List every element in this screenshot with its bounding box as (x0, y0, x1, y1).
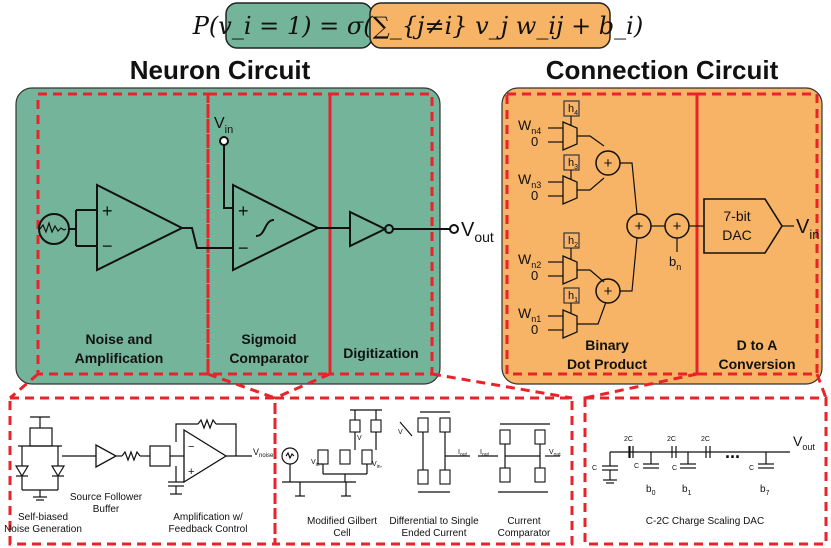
caption-follower-2: Buffer (93, 504, 120, 515)
svg-text:2C: 2C (624, 436, 633, 443)
neuron-circuit-title: Neuron Circuit (130, 55, 311, 85)
svg-text:h1: h1 (568, 290, 578, 304)
svg-text:+: + (673, 218, 682, 235)
dot-product-label-1: Binary (585, 337, 629, 353)
sigmoid-label-1: Sigmoid (241, 331, 296, 347)
svg-text:V: V (398, 429, 403, 436)
svg-text:−: − (188, 441, 194, 453)
digitization-label: Digitization (343, 345, 418, 361)
svg-text:0: 0 (531, 268, 538, 283)
svg-text:Vin+: Vin+ (311, 459, 323, 468)
amplifier-icon: + − (96, 183, 185, 272)
dot-product-label-2: Dot Product (567, 356, 647, 372)
connection-vin-label: Vin (796, 216, 819, 242)
neuron-panel: + − Vin + − Vout Noise and Amplification… (15, 87, 494, 385)
svg-text:+: + (238, 201, 249, 221)
caption-selfbiased-2: Noise Generation (4, 524, 82, 535)
sigmoid-comparator-icon: + − (232, 183, 321, 272)
diff-to-single-icon: V Iout (398, 411, 470, 493)
dac-icon: 7-bit DAC (703, 198, 783, 254)
svg-text:Vout: Vout (549, 449, 561, 458)
svg-text:0: 0 (531, 322, 538, 337)
svg-text:+: + (635, 218, 644, 235)
caption-selfbiased-1: Self-biased (18, 512, 68, 523)
svg-text:−: − (102, 236, 113, 256)
mux-row-3: Wn3 0 h3 (518, 154, 605, 205)
dac-label-1: D to A (737, 337, 778, 353)
detail-comparator (273, 396, 574, 546)
svg-text:2C: 2C (667, 436, 676, 443)
svg-text:+: + (604, 155, 613, 172)
caption-comp-1: Current (507, 516, 541, 527)
caption-comp-2: Comparator (498, 528, 551, 539)
svg-text:C: C (592, 465, 597, 472)
connection-panel: Wn4 0 h4 Wn3 0 h3 Wn2 0 h2 (501, 87, 823, 385)
noise-generator-schematic-icon (14, 416, 96, 501)
svg-text:b0: b0 (646, 484, 656, 497)
svg-text:b1: b1 (682, 484, 692, 497)
svg-text:Vnoise: Vnoise (253, 447, 274, 459)
feedback-amplifier-icon: − + Vnoise (168, 418, 274, 495)
svg-text:Iout: Iout (480, 449, 490, 458)
svg-text:+: + (188, 466, 194, 478)
caption-ampfb-1: Amplification w/ (173, 512, 243, 523)
svg-text:0: 0 (531, 134, 538, 149)
mux-row-4: Wn4 0 h4 (518, 100, 605, 151)
svg-text:Iout: Iout (458, 449, 468, 458)
svg-text:0: 0 (531, 188, 538, 203)
mux-row-2: Wn2 0 h2 (518, 232, 605, 285)
caption-gilbert-1: Modified Gilbert (307, 516, 377, 527)
svg-text:V: V (357, 435, 362, 442)
dac-label-2: Conversion (718, 356, 795, 372)
svg-text:Wn4: Wn4 (518, 117, 541, 136)
svg-text:7-bit: 7-bit (723, 208, 750, 224)
svg-text:Vout: Vout (793, 433, 815, 452)
current-comparator-icon: Iout Vout (478, 423, 561, 493)
connection-circuit-title: Connection Circuit (546, 55, 779, 85)
c2c-dac-icon: C 2C C b0 2C C b1 2C ... C b7 Vout (592, 433, 815, 497)
svg-text:Wn3: Wn3 (518, 171, 541, 190)
svg-text:...: ... (725, 442, 740, 462)
bias-label: bn (669, 254, 681, 272)
source-follower-icon (95, 443, 171, 469)
noise-amp-label-2: Amplification (75, 350, 164, 366)
detail-dac (583, 396, 828, 546)
svg-text:Wn1: Wn1 (518, 305, 541, 324)
caption-follower-1: Source Follower (70, 492, 143, 503)
svg-text:+: + (604, 283, 613, 300)
svg-text:h4: h4 (568, 103, 578, 117)
gilbert-cell-icon: Vin+ Vin- V (281, 409, 383, 497)
equation-text: P(v_i = 1) = σ(∑_{j≠i} v_j w_ij + b_i) (192, 12, 643, 40)
svg-text:C: C (749, 465, 754, 472)
svg-text:C: C (672, 465, 677, 472)
digitization-block (328, 92, 434, 376)
caption-c2c: C-2C Charge Scaling DAC (646, 516, 764, 527)
equation: P(v_i = 1) = σ(∑_{j≠i} v_j w_ij + b_i) (192, 2, 643, 49)
noise-amp-label-1: Noise and (86, 331, 153, 347)
zoom-connectors (9, 372, 828, 400)
svg-text:2C: 2C (701, 436, 710, 443)
dac-block (695, 92, 819, 376)
neuron-vin-label: Vin (214, 115, 233, 136)
caption-diff-1: Differential to Single (389, 516, 479, 527)
svg-text:Wn2: Wn2 (518, 251, 541, 270)
svg-text:b7: b7 (760, 484, 770, 497)
svg-text:+: + (102, 201, 113, 221)
caption-ampfb-2: Feedback Control (169, 524, 248, 535)
neuron-vout-label: Vout (461, 219, 494, 245)
svg-text:C: C (634, 463, 639, 470)
svg-text:h3: h3 (568, 157, 578, 171)
caption-diff-2: Ended Current (401, 528, 466, 539)
sigmoid-label-2: Comparator (229, 350, 309, 366)
svg-text:h2: h2 (568, 235, 578, 249)
svg-text:−: − (238, 238, 249, 258)
svg-text:DAC: DAC (722, 227, 752, 243)
svg-text:Vin-: Vin- (372, 461, 383, 470)
mux-row-1: Wn1 0 h1 (518, 287, 607, 339)
caption-gilbert-2: Cell (333, 528, 350, 539)
noise-source-icon (38, 209, 97, 247)
